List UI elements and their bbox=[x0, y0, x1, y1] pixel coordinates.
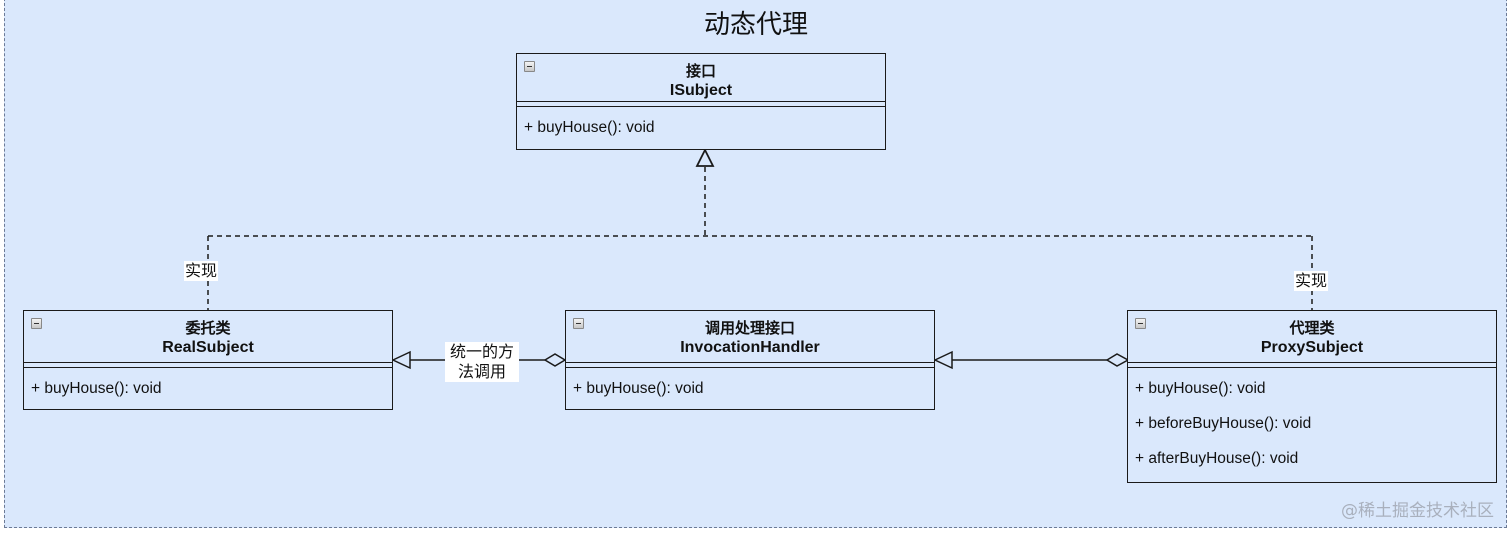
method-item: + beforeBuyHouse(): void bbox=[1135, 415, 1312, 432]
collapse-icon[interactable] bbox=[573, 318, 584, 329]
method-item: + afterBuyHouse(): void bbox=[1135, 450, 1299, 467]
class-methods: + buyHouse(): void bbox=[566, 368, 934, 412]
class-name: ProxySubject bbox=[1260, 339, 1364, 356]
proxy-to-handler-diamond bbox=[1105, 353, 1130, 367]
proxy-to-handler-arrowhead bbox=[933, 350, 953, 370]
class-proxy-subject[interactable]: 代理类 ProxySubject + buyHouse(): void + be… bbox=[1127, 310, 1497, 483]
method-item: + buyHouse(): void bbox=[573, 380, 704, 397]
realization-label-proxy: 实现 bbox=[1294, 271, 1329, 291]
realization-label-real: 实现 bbox=[184, 261, 219, 281]
handler-to-real-diamond bbox=[543, 353, 567, 367]
realization-lines bbox=[207, 167, 1313, 310]
class-invocation-handler[interactable]: 调用处理接口 InvocationHandler + buyHouse(): v… bbox=[565, 310, 935, 410]
class-methods: + buyHouse(): void + beforeBuyHouse(): v… bbox=[1128, 368, 1496, 482]
class-divider bbox=[517, 101, 885, 107]
diagram-title: 动态代理 bbox=[703, 10, 808, 40]
class-isubject[interactable]: 接口 ISubject + buyHouse(): void bbox=[516, 53, 886, 150]
collapse-icon[interactable] bbox=[31, 318, 42, 329]
method-item: + buyHouse(): void bbox=[524, 119, 655, 136]
collapse-icon[interactable] bbox=[524, 61, 535, 72]
label-line: 统一的方 bbox=[449, 342, 514, 361]
label-line: 法调用 bbox=[457, 362, 506, 381]
method-item: + buyHouse(): void bbox=[31, 380, 162, 397]
class-divider bbox=[566, 362, 934, 368]
class-name: RealSubject bbox=[162, 339, 254, 356]
class-name: ISubject bbox=[669, 82, 733, 99]
class-divider bbox=[1128, 362, 1496, 368]
class-divider bbox=[24, 362, 392, 368]
collapse-icon[interactable] bbox=[1135, 318, 1146, 329]
class-stereotype: 代理类 bbox=[1289, 319, 1335, 337]
method-item: + buyHouse(): void bbox=[1135, 380, 1266, 397]
watermark: @稀土掘金技术社区 bbox=[1341, 501, 1494, 521]
handler-to-real-arrowhead bbox=[391, 350, 411, 370]
class-stereotype: 委托类 bbox=[185, 319, 231, 337]
realization-arrowhead bbox=[695, 147, 715, 167]
class-name: InvocationHandler bbox=[680, 339, 820, 356]
class-stereotype: 接口 bbox=[685, 62, 716, 80]
class-methods: + buyHouse(): void bbox=[24, 368, 392, 412]
handler-to-real-label: 统一的方 法调用 bbox=[445, 342, 519, 382]
class-stereotype: 调用处理接口 bbox=[704, 319, 795, 337]
class-real-subject[interactable]: 委托类 RealSubject + buyHouse(): void bbox=[23, 310, 393, 410]
class-methods: + buyHouse(): void bbox=[517, 107, 885, 151]
